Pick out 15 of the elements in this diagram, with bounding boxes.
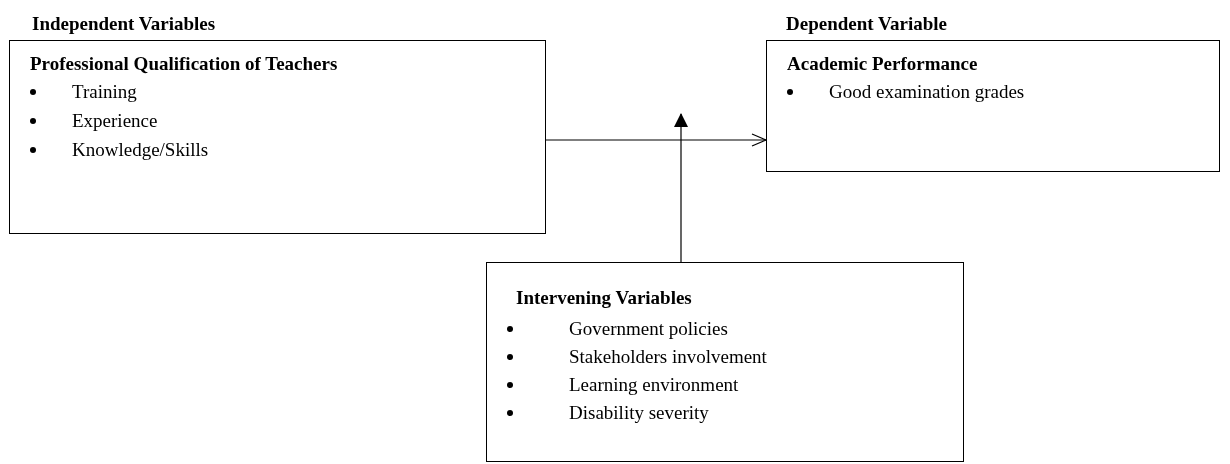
list-item: Stakeholders involvement bbox=[569, 346, 767, 367]
column-heading: Independent Variables bbox=[32, 12, 216, 36]
list-item: Government policies bbox=[569, 318, 728, 339]
arrow bbox=[545, 133, 767, 147]
list-item: Learning environment bbox=[569, 374, 739, 395]
list-item: Knowledge/Skills bbox=[72, 139, 209, 160]
list-item: Good examination grades bbox=[829, 81, 1025, 102]
arrow bbox=[674, 113, 688, 263]
column-heading: Dependent Variable bbox=[786, 12, 947, 36]
box-heading: Academic Performance bbox=[786, 52, 979, 76]
box-heading: Intervening Variables bbox=[516, 286, 692, 310]
box-heading: Professional Qualification of Teachers bbox=[29, 52, 339, 76]
list-item: Experience bbox=[72, 110, 158, 131]
list-item: Disability severity bbox=[569, 402, 709, 423]
list-item: Training bbox=[72, 81, 137, 102]
